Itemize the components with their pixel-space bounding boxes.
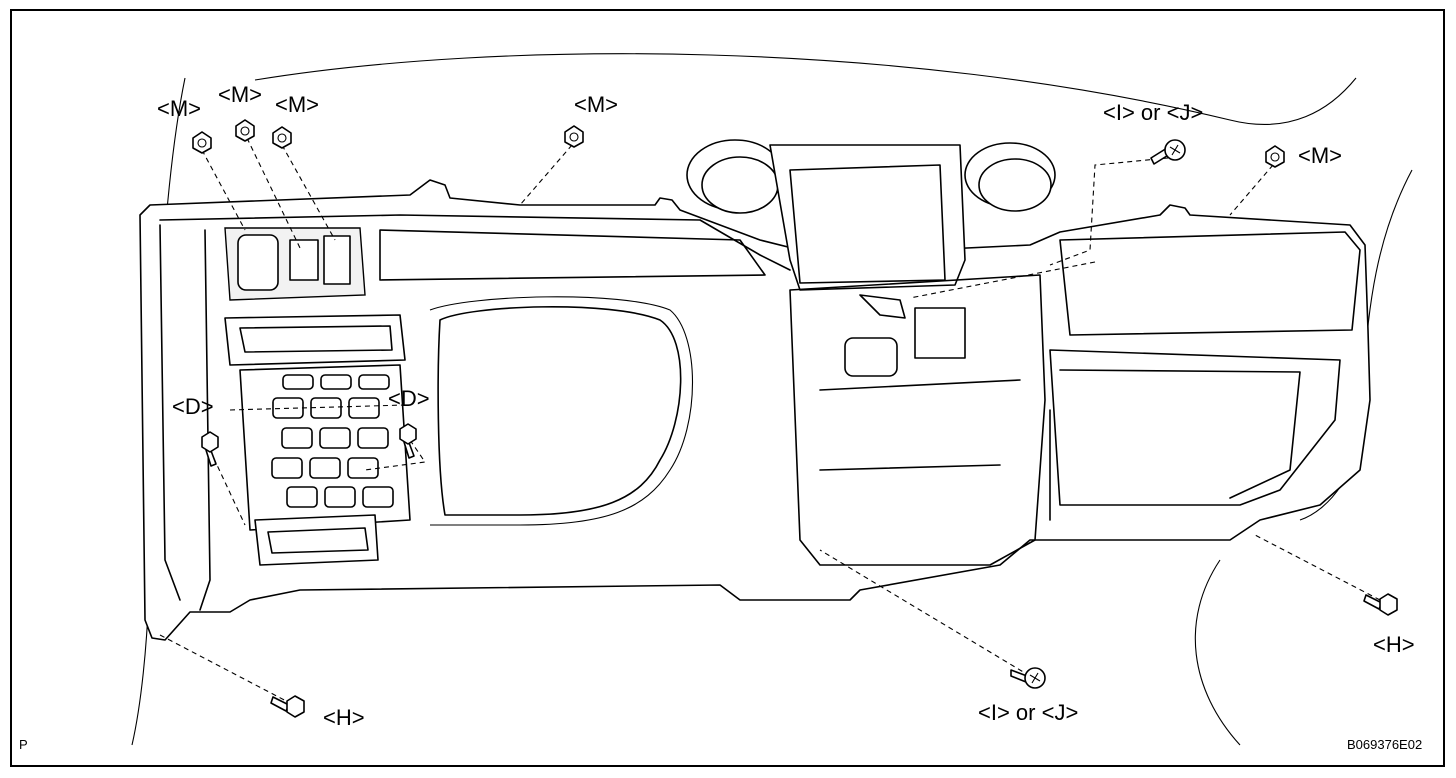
meter-cluster-area xyxy=(686,139,1056,566)
nut-icon xyxy=(192,131,212,154)
callout-d-right: <D> xyxy=(388,386,430,411)
switch-button xyxy=(281,427,313,449)
switch-button xyxy=(358,374,390,390)
switch-button xyxy=(347,457,379,479)
callout-i-or-j-top: <I> or <J> xyxy=(1103,100,1203,125)
callout-m-5: <M> xyxy=(1298,143,1342,168)
bolt-icon xyxy=(201,431,219,467)
screw-icon xyxy=(1150,139,1186,165)
figure-frame xyxy=(10,9,1445,767)
corner-mark: P xyxy=(19,737,28,752)
bolt-icon xyxy=(1363,593,1398,616)
nut-icon xyxy=(1265,145,1285,168)
switch-button xyxy=(309,457,341,479)
switch-button xyxy=(324,486,356,508)
bolt-icon xyxy=(270,695,305,718)
switch-button xyxy=(282,374,314,390)
nut-icon xyxy=(564,125,584,148)
callout-d-left: <D> xyxy=(172,394,214,419)
switch-button xyxy=(271,457,303,479)
callout-m-2: <M> xyxy=(218,82,262,107)
figure-code: B069376E02 xyxy=(1347,737,1422,752)
fasteners xyxy=(192,119,1398,718)
callout-h-left: <H> xyxy=(323,705,365,730)
screw-icon xyxy=(1010,667,1046,689)
callout-labels: <M> <M> <M> <M> <M> <I> or <J> <I> or <J… xyxy=(157,82,1415,730)
switch-button xyxy=(362,486,394,508)
nut-icon xyxy=(235,119,255,142)
switch-button xyxy=(286,486,318,508)
center-stack xyxy=(239,364,411,566)
center-opening xyxy=(429,296,694,526)
switch-panel xyxy=(224,227,406,366)
switch-button xyxy=(319,427,351,449)
switch-button xyxy=(348,397,380,419)
callout-m-4: <M> xyxy=(574,92,618,117)
callout-h-right: <H> xyxy=(1373,632,1415,657)
callout-m-1: <M> xyxy=(157,96,201,121)
glove-box-area xyxy=(1049,231,1361,521)
callout-i-or-j-bottom: <I> or <J> xyxy=(978,700,1078,725)
switch-button xyxy=(357,427,389,449)
callout-m-3: <M> xyxy=(275,92,319,117)
nut-icon xyxy=(272,126,292,149)
switch-button xyxy=(320,374,352,390)
bolt-icon xyxy=(399,423,417,459)
